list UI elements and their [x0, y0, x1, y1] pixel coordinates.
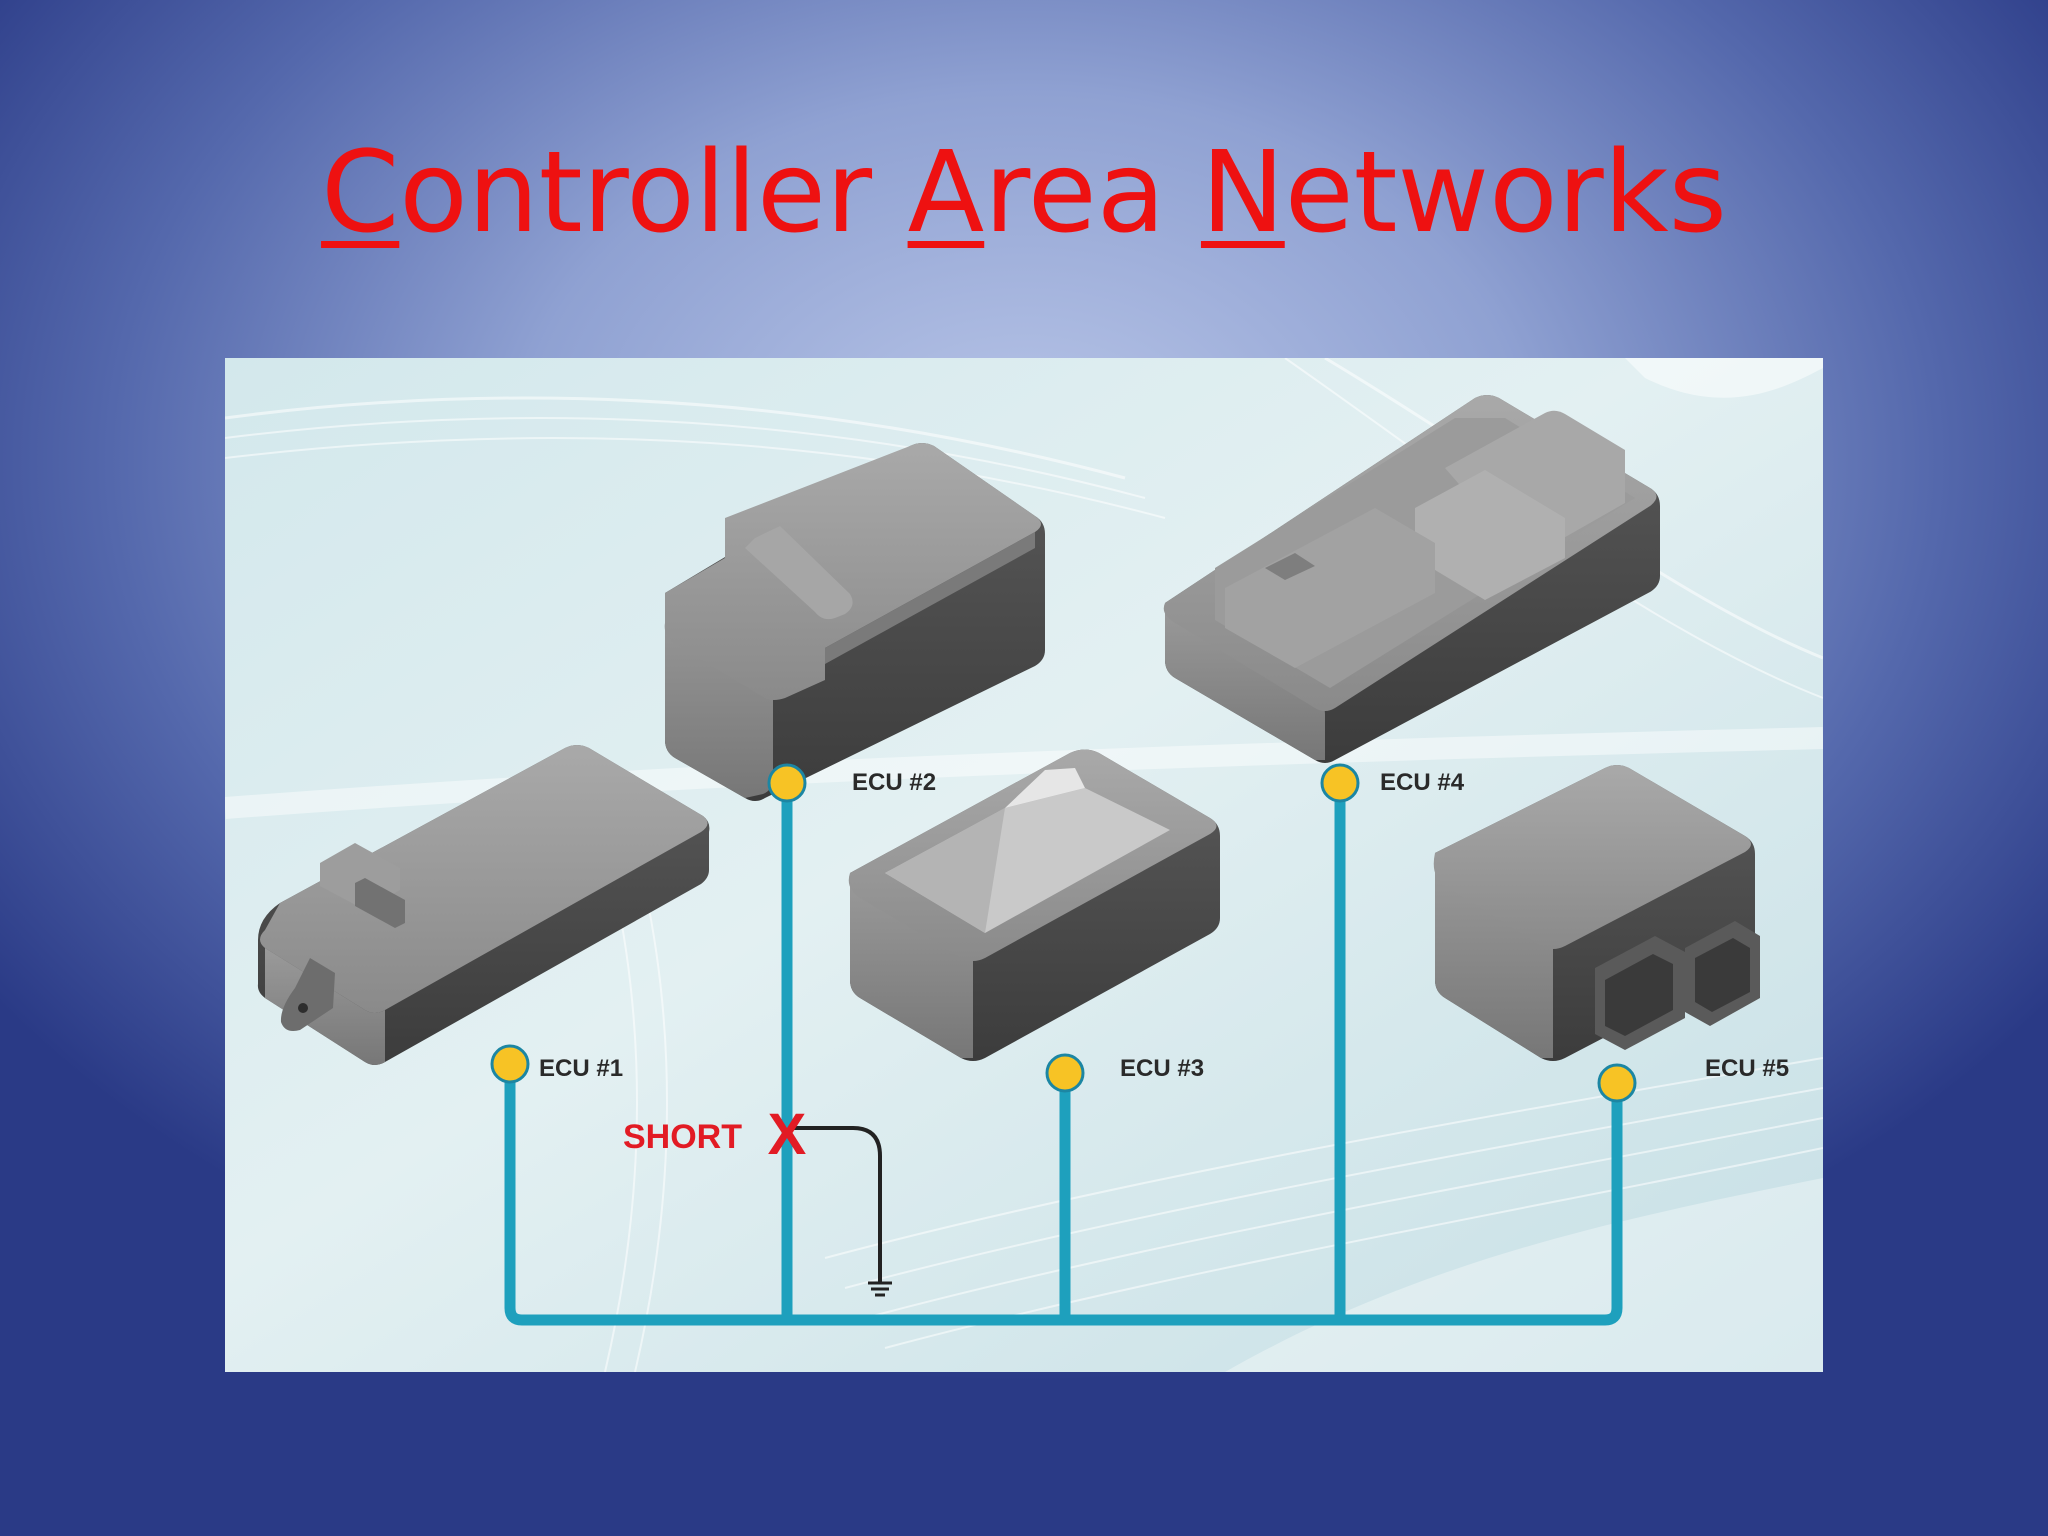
diagram-canvas: ECU #1 ECU #2 ECU #3 ECU #4 ECU #5 SHORT… — [225, 358, 1823, 1372]
ecu-4-module — [1163, 395, 1660, 763]
ecu-1-node — [490, 1044, 530, 1084]
can-bus-wires — [504, 777, 1623, 1326]
fault-x-icon: X — [768, 1102, 807, 1167]
title-rea: rea — [984, 128, 1201, 258]
ecu-2-label: ECU #2 — [852, 769, 936, 796]
ecu-3-label: ECU #3 — [1120, 1055, 1204, 1082]
ecu-4-node — [1320, 763, 1360, 803]
ecu-1-module — [257, 745, 710, 1065]
ecu-2-node — [767, 763, 807, 803]
short-wire — [790, 1126, 882, 1283]
title-n: N — [1200, 128, 1285, 258]
ground-icon — [868, 1281, 892, 1297]
title-a: A — [907, 128, 985, 258]
ecu-1-label: ECU #1 — [539, 1055, 623, 1082]
ecu-nodes — [490, 763, 1637, 1103]
can-bus-diagram: ECU #1 ECU #2 ECU #3 ECU #4 ECU #5 SHORT… — [225, 358, 1823, 1372]
short-label: SHORT — [623, 1118, 742, 1156]
background-highlight — [1625, 358, 1823, 398]
title-c: C — [321, 128, 400, 258]
ecu-4-label: ECU #4 — [1380, 769, 1465, 796]
slide-title: Controller Area Networks — [0, 128, 2048, 258]
ecu-3-node — [1045, 1053, 1085, 1093]
ecu-3-module — [848, 749, 1220, 1061]
ecu-2-module — [664, 443, 1045, 801]
ecu-5-module — [1433, 765, 1760, 1061]
ecu-5-label: ECU #5 — [1705, 1055, 1789, 1082]
ecu-5-node — [1597, 1063, 1637, 1103]
title-ontroller: ontroller — [399, 128, 908, 258]
title-etworks: etworks — [1284, 128, 1727, 258]
